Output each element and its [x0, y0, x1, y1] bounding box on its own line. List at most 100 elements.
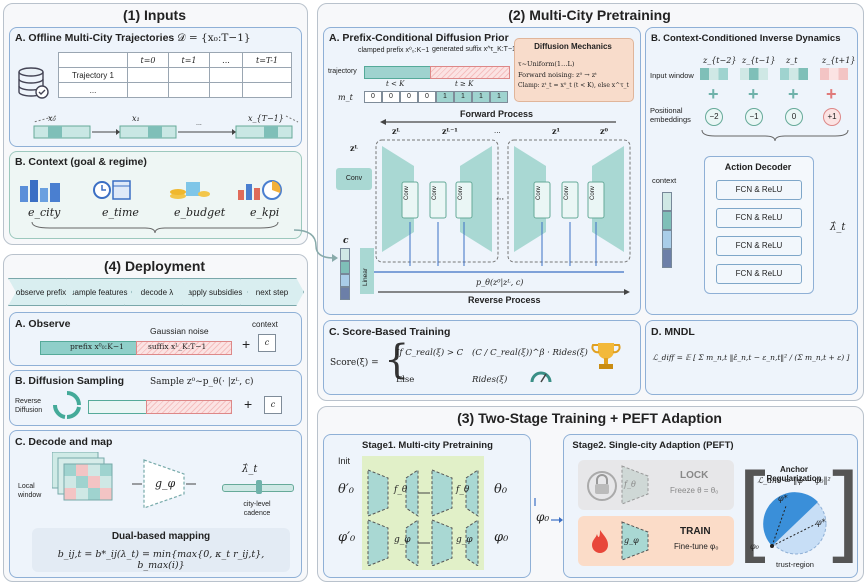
gaussian-label: Gaussian noise [150, 326, 209, 336]
dual-mapping-formula: b_ij,t = b*_ij(λ_t) = min{max{0, κ_t r_i… [57, 549, 265, 571]
score-bottom: Rides(ξ) [472, 375, 508, 385]
pos-emb-label: Positional embeddings [650, 106, 691, 124]
mask-cell: 1 [472, 91, 490, 103]
mask-row: 0 0 0 0 1 1 1 1 [364, 91, 508, 103]
mask-cell: 1 [490, 91, 508, 103]
window-label-1: z_{t−1} [742, 56, 776, 65]
train-g-phi: g_φ [624, 536, 639, 545]
fcn-layer-2: FCN & ReLU [716, 208, 802, 228]
window-label-0: z_{t−2} [703, 56, 737, 65]
trophy-icon [591, 343, 621, 369]
plus-icon-2: + [788, 84, 799, 104]
plus-icon-0: + [708, 84, 719, 104]
context-e-kpi: e_kpi [250, 206, 280, 219]
trajectories-title: A. Offline Multi-City Trajectories 𝒟 = {… [15, 32, 251, 44]
fcn-layer-4: FCN & ReLU [716, 264, 802, 284]
clamped-label: clamped prefix x⁰₀:K−1 [358, 47, 430, 54]
context-e-city: e_city [28, 206, 61, 219]
seq-label-x1: x₁ [132, 114, 140, 123]
step-sample-features: sample features [66, 278, 132, 306]
generated-label: generated suffix x^τ_K:T−1 [432, 46, 516, 53]
inverse-dynamics-title: B. Context-Conditioned Inverse Dynamics [651, 33, 841, 44]
reverse-label: Reverse Process [468, 295, 541, 305]
unet-diagram: ··· [375, 139, 631, 266]
theta0-prime: θ′₀ [338, 482, 354, 497]
freeze-label: Freeze θ = θ₀ [670, 486, 719, 495]
plus-icon-3: + [826, 84, 837, 104]
linear-block [360, 248, 374, 294]
dual-mapping-title: Dual-based mapping [111, 531, 211, 542]
phi0-out: φ₀ [494, 530, 509, 545]
phi-star-1: φ* [778, 494, 788, 503]
pos-emb-1: −1 [745, 108, 763, 126]
score-title: C. Score-Based Training [329, 326, 451, 338]
fcn-layer-1: FCN & ReLU [716, 180, 802, 200]
window-strip [700, 68, 850, 80]
lock-label: LOCK [680, 470, 709, 481]
train-network [621, 521, 649, 561]
zl-input-label: zᴸ [350, 143, 359, 153]
fcn-layer-3: FCN & ReLU [716, 236, 802, 256]
anchor-title: Anchor Regularization [766, 465, 822, 483]
observe-title: A. Observe [15, 318, 71, 330]
observe-context-box: c [258, 334, 276, 352]
sampling-context-box: c [264, 396, 282, 414]
observe-suffix-label: suffix xᴸ_K:T−1 [148, 342, 207, 351]
cadence-slider-knob [256, 480, 262, 494]
observe-box [9, 312, 302, 366]
step-observe-prefix: observe prefix [8, 278, 74, 306]
linear-label: Linear [362, 267, 369, 286]
inverse-context-label: context [652, 176, 677, 185]
mask-cell: 0 [418, 91, 436, 103]
t-ge-k: t ≥ K [455, 80, 474, 88]
window-label-2: z_t [786, 56, 798, 65]
sampling-title: B. Diffusion Sampling [15, 375, 125, 387]
conv-label-6: Conv [590, 185, 596, 200]
step-apply-subsidies: apply subsidies [182, 278, 248, 306]
score-else: Else [396, 375, 415, 385]
deployment-title: (4) Deployment [103, 258, 206, 274]
local-window-grid [52, 452, 113, 501]
plus-sign-b: + [244, 396, 253, 412]
f-theta-2: f_θ [456, 485, 470, 495]
conv-label-1: Conv [404, 185, 410, 200]
stage2-title: Stage2. Single-city Adaption (PEFT) [572, 440, 734, 451]
kpi-icon [238, 180, 282, 200]
forward-label: Forward Process [460, 109, 534, 119]
observe-context-label: context [252, 320, 278, 329]
lock-network [621, 465, 649, 505]
two-stage-title: (3) Two-Stage Training + PEFT Adaption [457, 410, 722, 426]
sampling-suffix-bar [146, 400, 232, 414]
action-decoder-title: Action Decoder [724, 162, 792, 172]
inverse-brace [701, 129, 849, 142]
pretraining-title: (2) Multi-City Pretraining [508, 7, 671, 23]
trust-region-label: trust-region [776, 560, 814, 569]
mech-line-3: Clamp: zᵗ_t = x⁰_t (t < K), else x^τ_t [518, 82, 629, 89]
plus-sign-a: + [242, 336, 251, 352]
database-icon [18, 67, 49, 99]
conv-label-2: Conv [432, 185, 438, 200]
conv-label-4: Conv [536, 185, 542, 200]
p-theta-label: p_θ(z⁰|zᴸ, c) [476, 278, 524, 287]
finetune-label: Fine-tune φ₀ [674, 542, 719, 551]
sample-formula: Sample z⁰~p_θ(· |zᴸ, c) [150, 377, 254, 387]
phi-star-2: φ* [816, 518, 826, 527]
score-box [323, 320, 641, 395]
mechanics-box [514, 38, 634, 102]
forward-arrow [380, 119, 616, 125]
lock-icon [587, 471, 617, 501]
score-brace: { [384, 337, 410, 383]
inverse-context-vector [662, 192, 672, 268]
mndl-formula: ℒ_diff = 𝔼 [ Σ m_n,t ‖ε̂_n,t − ε_n,t‖² /… [652, 353, 850, 362]
fire-icon [592, 530, 608, 553]
mech-line-2: Forward noising: z⁰ → zᵗ [518, 71, 597, 79]
window-label-3: z_{t+1} [822, 56, 856, 65]
z-label-dots: ... [494, 126, 501, 135]
zl-conv-block: Conv [336, 168, 372, 190]
anchor-bracket-left: [ [738, 452, 766, 564]
decode-title: C. Decode and map [15, 436, 113, 448]
sequence-strip [33, 115, 299, 139]
transfer-arrow [534, 498, 563, 523]
lock-f-theta: f_θ [624, 480, 636, 489]
step-next-step: next step [240, 278, 304, 306]
